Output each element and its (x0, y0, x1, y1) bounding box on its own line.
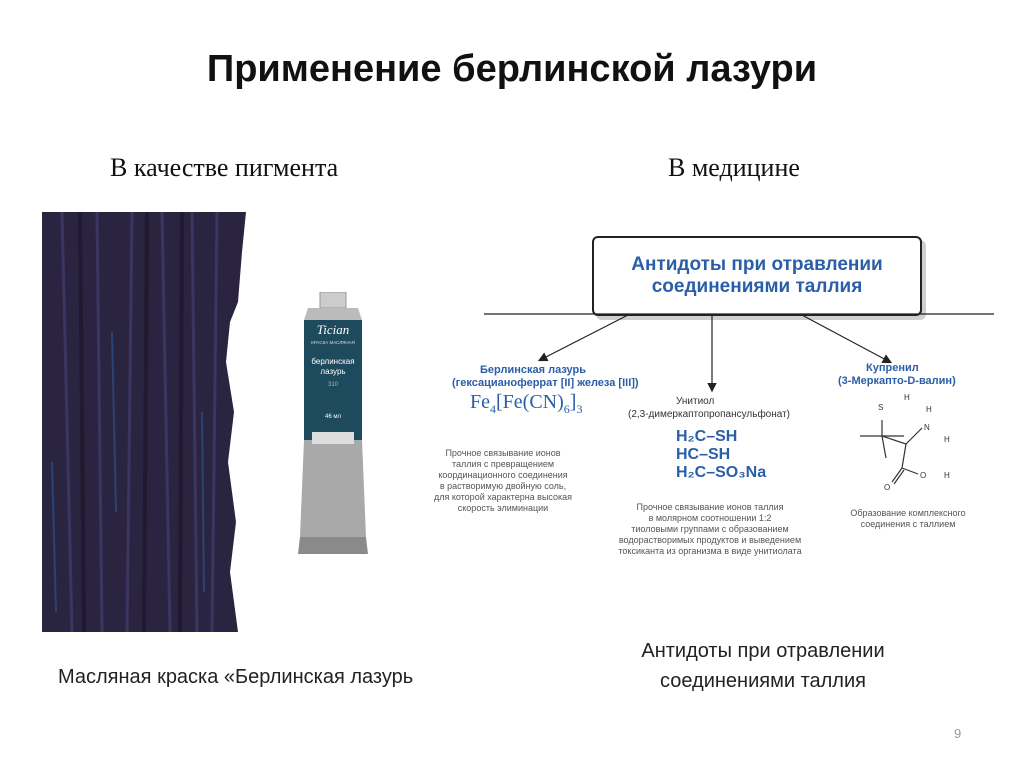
cuprenil-structure: S H H N H O O H (860, 393, 950, 490)
tube-code: 310 (328, 382, 339, 388)
left-heading: В качестве пигмента (110, 153, 339, 182)
svg-text:N: N (924, 423, 930, 432)
tube-type: КРАСКА МАСЛЯНАЯ (311, 340, 355, 345)
unithiol-description: Прочное связывание ионов таллия в молярн… (618, 502, 802, 556)
paint-tube-image: Tician КРАСКА МАСЛЯНАЯ берлинская лазурь… (298, 292, 368, 554)
antidotes-box: Антидоты при отравлении соединениями тал… (592, 236, 922, 316)
svg-text:H: H (904, 393, 910, 402)
svg-text:H: H (944, 471, 950, 480)
diagram-arrows (484, 313, 994, 393)
cuprenil-subname: (3-Меркапто-D-валин) (838, 375, 956, 387)
berlin-description: Прочное связывание ионов таллия с превра… (433, 448, 573, 513)
right-caption: Антидоты при отравлении соединениями тал… (641, 640, 885, 692)
tube-name-line2: лазурь (320, 367, 345, 376)
berlin-name: Берлинская лазурь (480, 364, 586, 376)
unithiol-subname: (2,3-димеркаптопропансульфонат) (628, 409, 791, 420)
right-heading: В медицине (668, 153, 800, 182)
cuprenil-description: Образование комплексного соединения с та… (850, 508, 966, 529)
left-caption: Масляная краска «Берлинская лазурь (58, 666, 414, 688)
svg-text:O: O (884, 483, 890, 490)
tube-brand: Tician (317, 322, 350, 337)
unithiol-name: Унитиол (676, 396, 715, 407)
cuprenil-name: Купренил (866, 362, 919, 374)
svg-text:S: S (878, 403, 883, 412)
antidotes-box-line2: соединениями таллия (651, 276, 863, 297)
tube-name-line1: берлинская (311, 357, 354, 366)
berlin-formula: Fe4[Fe(CN)6]3 (470, 391, 583, 416)
slide-title: Применение берлинской лазури (206, 48, 818, 90)
svg-text:H: H (926, 405, 932, 414)
berlin-subname: (гексацианоферрат [II] железа [III]) (452, 377, 639, 389)
unithiol-formula: H₂C–SH HC–SH H₂C–SO₃Na (676, 428, 767, 481)
paint-swatch-image (42, 212, 246, 632)
svg-text:H: H (944, 435, 950, 444)
tube-volume: 46 мл (325, 414, 341, 420)
antidotes-box-line1: Антидоты при отравлении (631, 254, 883, 275)
page-number: 9 (954, 726, 962, 741)
svg-text:O: O (920, 471, 926, 480)
